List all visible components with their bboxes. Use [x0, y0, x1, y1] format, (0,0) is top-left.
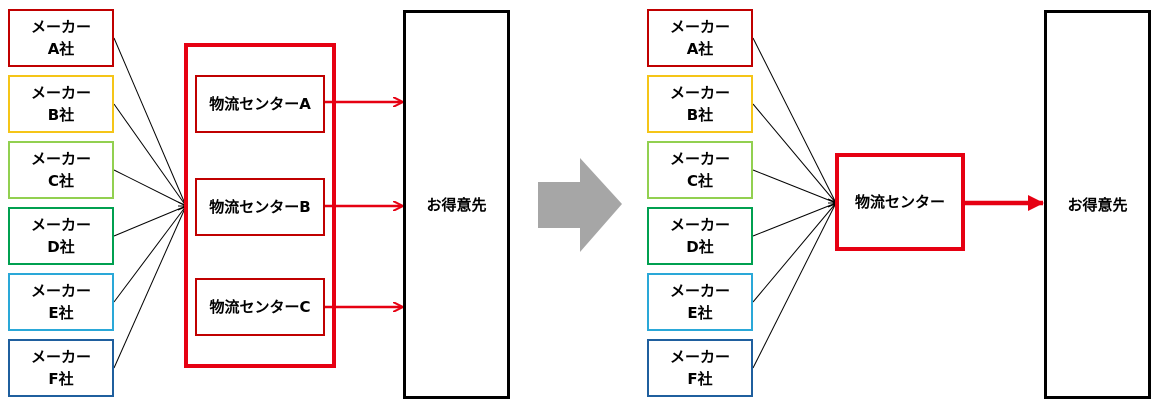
customer-label: お得意先 [426, 195, 487, 214]
maker-name: D社 [47, 238, 75, 256]
maker-name: F社 [687, 370, 713, 388]
wire-after-maker-b [752, 103, 837, 204]
wire-after-maker-d [752, 202, 837, 237]
maker-label: メーカー [30, 348, 91, 366]
maker-label: メーカー [669, 18, 730, 36]
maker-label: メーカー [669, 84, 730, 102]
before-maker-b: メーカー B社 [8, 75, 114, 133]
after-maker-f: メーカー F社 [647, 339, 753, 397]
customer-label: お得意先 [1067, 195, 1128, 214]
maker-label: メーカー [30, 216, 91, 234]
wire-after-maker-c [752, 169, 837, 204]
maker-name: A社 [47, 40, 75, 58]
after-maker-d: メーカー D社 [647, 207, 753, 265]
wire-after-maker-f [752, 202, 837, 369]
before-center-c: 物流センターC [195, 278, 325, 336]
maker-label: メーカー [669, 150, 730, 168]
maker-label: メーカー [30, 150, 91, 168]
before-maker-a: メーカー A社 [8, 9, 114, 67]
maker-name: B社 [686, 106, 714, 124]
maker-name: B社 [47, 106, 75, 124]
maker-name: E社 [48, 304, 74, 322]
wire-before-maker-d [113, 205, 187, 237]
before-maker-d: メーカー D社 [8, 207, 114, 265]
maker-label: メーカー [30, 18, 91, 36]
maker-label: メーカー [30, 84, 91, 102]
before-center-b: 物流センターB [195, 178, 325, 236]
maker-label: メーカー [669, 216, 730, 234]
before-center-group [184, 43, 336, 368]
maker-label: メーカー [669, 282, 730, 300]
center-name: C [299, 298, 311, 316]
maker-name: D社 [686, 238, 714, 256]
wire-before-maker-a [113, 37, 187, 207]
after-center: 物流センター [835, 153, 965, 251]
wire-after-maker-a [752, 37, 837, 204]
maker-name: A社 [686, 40, 714, 58]
before-center-a: 物流センターA [195, 75, 325, 133]
after-customer: お得意先 [1044, 10, 1151, 399]
after-maker-b: メーカー B社 [647, 75, 753, 133]
transition-arrow-icon [538, 158, 622, 252]
wire-before-maker-f [113, 205, 187, 369]
after-maker-a: メーカー A社 [647, 9, 753, 67]
after-maker-e: メーカー E社 [647, 273, 753, 331]
maker-label: メーカー [669, 348, 730, 366]
wire-before-maker-c [113, 169, 187, 207]
before-maker-f: メーカー F社 [8, 339, 114, 397]
center-label: 物流センター [209, 198, 300, 216]
maker-name: F社 [48, 370, 74, 388]
wire-before-maker-e [113, 205, 187, 303]
center-label: 物流センター [209, 298, 300, 316]
after-maker-c: メーカー C社 [647, 141, 753, 199]
center-label: 物流センター [854, 193, 945, 211]
center-name: A [299, 95, 311, 113]
before-maker-c: メーカー C社 [8, 141, 114, 199]
maker-name: C社 [686, 172, 713, 190]
maker-label: メーカー [30, 282, 91, 300]
center-name: B [299, 198, 311, 216]
center-label: 物流センター [209, 95, 300, 113]
wire-before-maker-b [113, 103, 187, 207]
before-maker-e: メーカー E社 [8, 273, 114, 331]
wire-after-maker-e [752, 202, 837, 303]
maker-name: E社 [687, 304, 713, 322]
maker-name: C社 [47, 172, 74, 190]
before-customer: お得意先 [403, 10, 510, 399]
